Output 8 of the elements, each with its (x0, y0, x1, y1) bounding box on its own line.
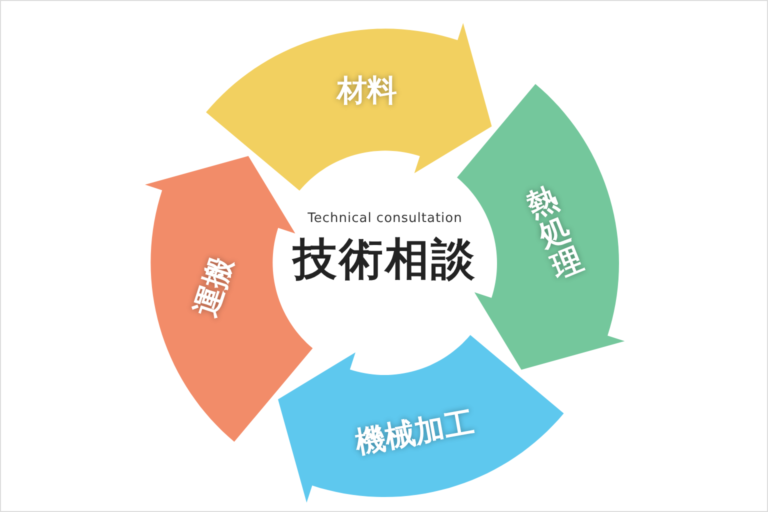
cycle-segment (278, 334, 564, 503)
subtitle: Technical consultation (308, 211, 462, 226)
cycle-segment (206, 23, 492, 191)
step-label: 機械加工 (353, 406, 477, 460)
step-label: 熱処理 (522, 181, 588, 284)
step-label: 材料 (336, 74, 397, 108)
center-title: 技術相談 (293, 233, 477, 287)
step-label: 運搬 (188, 253, 239, 321)
